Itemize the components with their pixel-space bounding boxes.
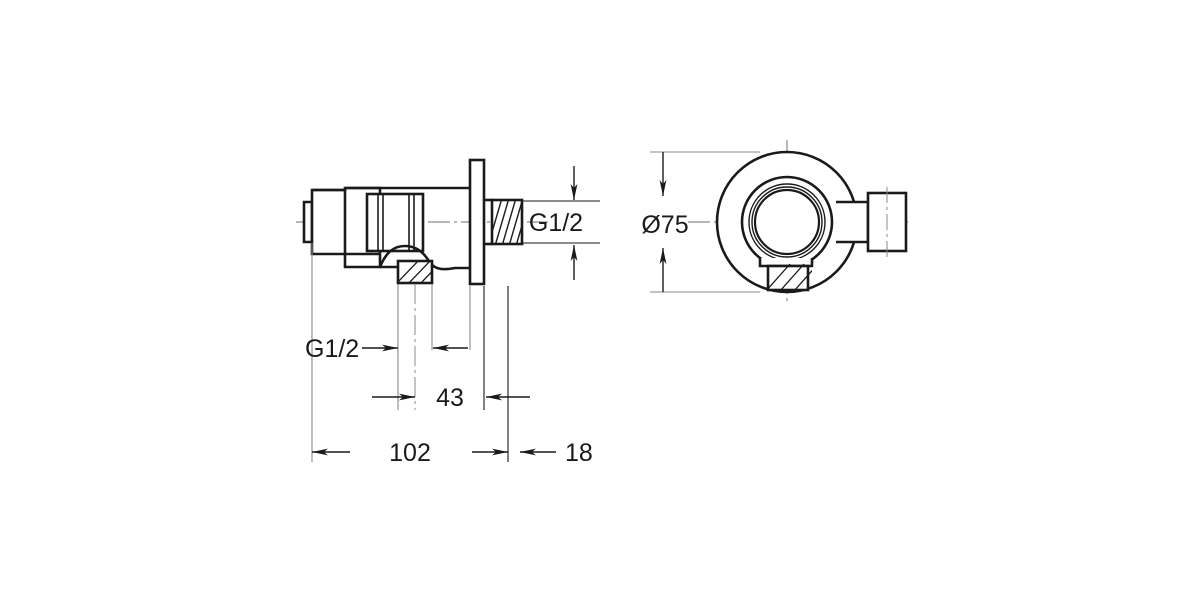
handle-hub xyxy=(740,175,834,269)
front-view xyxy=(688,140,912,305)
right-outlet-thread xyxy=(484,198,524,246)
dim-label-dia-75: Ø75 xyxy=(641,211,688,239)
dim-dia-75: Ø75 xyxy=(641,151,760,293)
dim-102: 102 xyxy=(312,439,508,467)
lower-shoulder xyxy=(378,244,470,271)
handle-knurl-lines xyxy=(377,194,415,251)
side-view-extension-lines xyxy=(311,243,509,462)
dim-43: 43 xyxy=(372,384,530,412)
dim-g12-left: G1/2 xyxy=(305,335,468,363)
bottom-outlet-thread xyxy=(396,259,434,285)
front-lower-outlet xyxy=(758,258,814,292)
dim-label-g12-right: G1/2 xyxy=(529,209,583,237)
dim-18: 18 xyxy=(520,439,593,467)
handle-housing xyxy=(365,192,425,253)
dim-label-18: 18 xyxy=(565,439,593,467)
dim-label-g12-left: G1/2 xyxy=(305,335,359,363)
bottom-thread-hatch xyxy=(398,262,432,282)
dim-g12-right: G1/2 xyxy=(522,166,600,280)
right-thread-hatch xyxy=(492,201,522,243)
side-view xyxy=(296,158,548,286)
dim-label-102: 102 xyxy=(389,439,431,467)
dim-label-43: 43 xyxy=(436,384,464,412)
wall-flange xyxy=(468,158,486,286)
front-thread-hatch xyxy=(768,263,812,289)
front-outlet-arm xyxy=(836,187,908,257)
